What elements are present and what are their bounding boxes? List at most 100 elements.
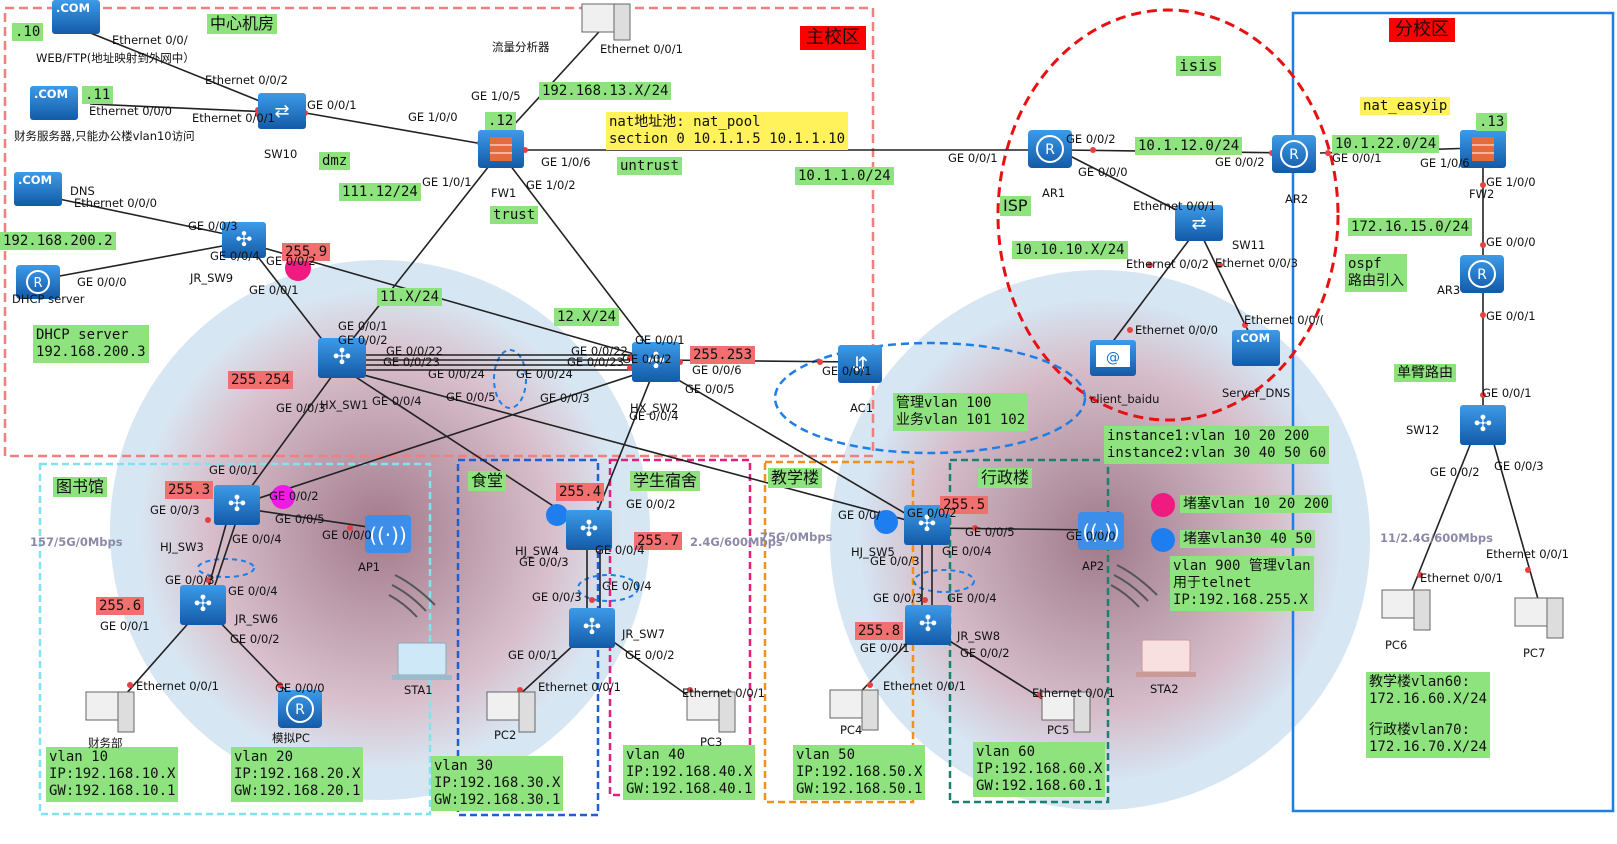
net-10-1-1-label: 10.1.1.0/24 bbox=[795, 167, 894, 185]
svg-text:✣: ✣ bbox=[194, 592, 212, 617]
switch-icon-jr-sw7: ✣ bbox=[569, 608, 615, 648]
teaching-title: 教学楼 bbox=[768, 468, 823, 488]
port-sw4-ge003: GE 0/0/3 bbox=[519, 555, 569, 569]
ip-255-5: 255.5 bbox=[940, 496, 989, 514]
port-sw1-ge004: GE 0/0/4 bbox=[372, 394, 422, 408]
dhcp-server-label[interactable]: DHCP server bbox=[12, 292, 85, 306]
ap2-label[interactable]: AP2 bbox=[1082, 559, 1105, 573]
svg-text:✣: ✣ bbox=[333, 345, 351, 370]
ip-255-9: 255.9 bbox=[282, 243, 331, 261]
sw12-label[interactable]: SW12 bbox=[1406, 423, 1440, 437]
svg-text:✣: ✣ bbox=[918, 512, 936, 537]
web-server-label[interactable]: WEB/FTP(地址映射到外网中） bbox=[36, 51, 195, 65]
pc5-label[interactable]: PC5 bbox=[1047, 723, 1070, 737]
port-sw3-ge001: GE 0/0/1 bbox=[209, 463, 259, 477]
ip-255-253: 255.253 bbox=[690, 346, 756, 364]
port-sw3-ge003: GE 0/0/3 bbox=[150, 503, 200, 517]
svg-text:R: R bbox=[1289, 147, 1299, 163]
svg-text:✣: ✣ bbox=[919, 612, 937, 637]
port-ar1-ge001: GE 0/0/1 bbox=[948, 151, 998, 165]
server-dns-label[interactable]: Server_DNS bbox=[1222, 386, 1291, 400]
port-sw7-ge001: GE 0/0/1 bbox=[508, 648, 558, 662]
port-pc5-e001: Ethernet 0/0/1 bbox=[1032, 686, 1115, 700]
hj-sw3-label[interactable]: HJ_SW3 bbox=[160, 540, 204, 554]
net-200-2-label: 192.168.200.2 bbox=[0, 232, 116, 250]
vlan50-line3: GW:192.168.50.1 bbox=[796, 781, 923, 798]
jr-sw7-label[interactable]: JR_SW7 bbox=[622, 627, 666, 641]
port-sw1-ge0022: GE 0/0/22 bbox=[386, 344, 443, 358]
vlan20-line1: vlan 20 bbox=[234, 749, 294, 765]
pc3-label[interactable]: PC3 bbox=[700, 735, 723, 749]
pc2-label[interactable]: PC2 bbox=[494, 728, 517, 742]
port-pc3-e001: Ethernet 0/0/1 bbox=[682, 686, 765, 700]
hj-sw5-label[interactable]: HJ_SW5 bbox=[851, 545, 895, 559]
ip-13-label: .13 bbox=[1476, 113, 1508, 131]
pc6-label[interactable]: PC6 bbox=[1385, 638, 1408, 652]
nat-pool-note: nat地址池: nat_pool section 0 10.1.1.5 10.1… bbox=[606, 112, 849, 151]
client-baidu-label[interactable]: client_baidu bbox=[1090, 392, 1160, 406]
port-web-e000: Ethernet 0/0/ bbox=[112, 33, 188, 47]
vlan30-box: vlan 30 IP:192.168.30.X GW:192.168.30.1 bbox=[431, 756, 564, 812]
port-sw3-ge004: GE 0/0/4 bbox=[232, 532, 282, 546]
pc7-label[interactable]: PC7 bbox=[1523, 646, 1546, 660]
sim-pc-label[interactable]: 模拟PC bbox=[272, 731, 310, 745]
wave-icon-ap2 bbox=[1110, 564, 1158, 608]
switch-icon-sw11: ⇄ bbox=[1175, 205, 1223, 241]
switch-icon-jr-sw6: ✣ bbox=[180, 585, 226, 625]
client-icon-baidu: @ bbox=[1090, 340, 1136, 376]
jr-sw8-label[interactable]: JR_SW8 bbox=[957, 629, 1001, 643]
port-ar1-ge002: GE 0/0/2 bbox=[1066, 132, 1116, 146]
ip-10-label: .10 bbox=[12, 23, 44, 41]
port-dhcp-ge000: GE 0/0/0 bbox=[77, 275, 127, 289]
sta2-label[interactable]: STA2 bbox=[1150, 682, 1179, 696]
jr-sw6-label[interactable]: JR_SW6 bbox=[235, 612, 279, 626]
port-sw5-ge001: GE 0/0/ bbox=[838, 508, 881, 522]
sw10-label[interactable]: SW10 bbox=[264, 147, 298, 161]
port-fw1-ge106: GE 1/0/6 bbox=[541, 155, 591, 169]
eth-trunk-ring-core bbox=[493, 349, 527, 409]
sta1-label[interactable]: STA1 bbox=[404, 683, 433, 697]
vlan10-line2: IP:192.168.10.X bbox=[49, 766, 176, 783]
dns-label[interactable]: DNS bbox=[70, 184, 95, 198]
nat-pool-line1: nat地址池: nat_pool bbox=[609, 114, 761, 130]
ar2-label[interactable]: AR2 bbox=[1285, 192, 1309, 206]
hx-sw2-label[interactable]: HX_SW2 bbox=[630, 401, 679, 415]
ap1-label[interactable]: AP1 bbox=[358, 560, 381, 574]
port-sw1-ge0023: GE 0/0/23 bbox=[383, 355, 440, 369]
fw2-label[interactable]: FW2 bbox=[1469, 187, 1495, 201]
hj-sw4-label[interactable]: HJ_SW4 bbox=[515, 544, 559, 558]
vlan40-line3: GW:192.168.40.1 bbox=[626, 781, 753, 798]
instance-line1: instance1:vlan 10 20 200 bbox=[1107, 428, 1310, 444]
branch-vlan-line3 bbox=[1369, 708, 1487, 722]
library-title: 图书馆 bbox=[53, 477, 108, 497]
finance-pc-label[interactable]: 财务部 bbox=[88, 736, 123, 750]
port-sw7-ge002: GE 0/0/2 bbox=[625, 648, 675, 662]
hx-sw1-label[interactable]: HX_SW1 bbox=[320, 398, 369, 412]
sw11-label[interactable]: SW11 bbox=[1232, 238, 1266, 252]
wifi-stat-ap1: 157/5G/0Mbps bbox=[30, 535, 123, 549]
vlan20-line2: IP:192.168.20.X bbox=[234, 766, 361, 783]
router-icon-ar3: R bbox=[1460, 255, 1504, 293]
ac1-label[interactable]: AC1 bbox=[850, 401, 874, 415]
jr-sw9-label[interactable]: JR_SW9 bbox=[190, 271, 234, 285]
finance-server-label[interactable]: 财务服务器,只能办公楼vlan10访问 bbox=[14, 129, 195, 143]
dorm-title: 学生宿舍 bbox=[630, 471, 701, 491]
pc4-label[interactable]: PC4 bbox=[840, 723, 863, 737]
flow-analyzer-label[interactable]: 流量分析器 bbox=[492, 40, 550, 54]
ar3-label[interactable]: AR3 bbox=[1437, 283, 1461, 297]
pc-icon-pc2 bbox=[486, 691, 536, 733]
port-ar3-ge001: GE 0/0/1 bbox=[1486, 309, 1536, 323]
net-13x-label: 192.168.13.X/24 bbox=[539, 82, 672, 100]
fw1-label[interactable]: FW1 bbox=[491, 186, 517, 200]
port-sw7-ge003: GE 0/0/3 bbox=[532, 590, 582, 604]
ip-255-4: 255.4 bbox=[556, 483, 605, 501]
ar1-label[interactable]: AR1 bbox=[1042, 186, 1066, 200]
trust-label: trust bbox=[490, 206, 539, 224]
net-11x-label: 11.X/24 bbox=[377, 288, 443, 306]
port-sw1-ge005: GE 0/0/5 bbox=[446, 390, 496, 404]
svg-text:@: @ bbox=[1106, 350, 1120, 366]
pc-icon-pc5 bbox=[1041, 691, 1091, 733]
svg-text:⇄: ⇄ bbox=[1191, 213, 1206, 234]
port-fw1-ge101: GE 1/0/1 bbox=[422, 175, 472, 189]
port-fin-e000: Ethernet 0/0/0 bbox=[89, 104, 172, 118]
